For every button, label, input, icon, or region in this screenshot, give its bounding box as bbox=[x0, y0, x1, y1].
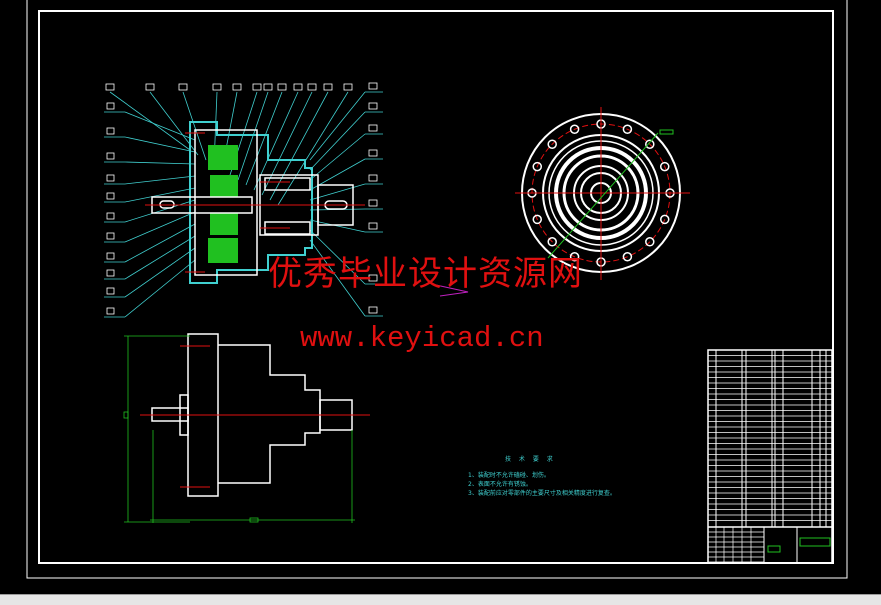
bolt-hole bbox=[622, 251, 633, 262]
bolt-hole bbox=[659, 161, 670, 172]
balloon-label bbox=[106, 174, 115, 182]
balloon-label bbox=[106, 307, 115, 315]
balloon-label bbox=[263, 83, 273, 91]
tech-requirements-title: 技 术 要 求 bbox=[505, 456, 556, 463]
balloon-label bbox=[252, 83, 262, 91]
drawing-frame bbox=[26, 0, 848, 579]
tech-requirement-item: 2、表面不允许有锈蚀。 bbox=[468, 481, 532, 488]
balloon-label bbox=[343, 83, 353, 91]
bolt-hole bbox=[659, 214, 670, 225]
balloon-label bbox=[212, 83, 222, 91]
bolt-holes bbox=[527, 119, 675, 267]
balloon-label bbox=[106, 127, 115, 135]
balloon-label bbox=[368, 82, 378, 90]
balloon-label bbox=[368, 222, 378, 230]
balloon-label bbox=[323, 83, 333, 91]
tech-requirement-item: 1、装配时不允许磕碰、划伤。 bbox=[468, 472, 550, 479]
balloon-label bbox=[106, 192, 115, 200]
parts-list-title-block bbox=[707, 349, 833, 564]
watermark-url: www.keyicad.cn bbox=[300, 322, 544, 355]
balloon-label bbox=[368, 102, 378, 110]
balloon-label bbox=[232, 83, 242, 91]
bolt-hole bbox=[532, 214, 543, 225]
balloon-label bbox=[145, 83, 155, 91]
end-view bbox=[515, 107, 690, 280]
status-bar bbox=[0, 594, 881, 605]
balloon-label bbox=[106, 287, 115, 295]
balloon-label bbox=[105, 83, 115, 91]
section-view bbox=[104, 82, 383, 318]
watermark-text: 优秀毕业设计资源网 bbox=[268, 254, 583, 294]
balloon-label bbox=[368, 274, 378, 282]
balloon-label bbox=[106, 212, 115, 220]
bolt-hole bbox=[645, 139, 655, 149]
title-block-frame bbox=[707, 349, 833, 564]
balloon-label bbox=[368, 174, 378, 182]
balloon-label bbox=[368, 306, 378, 314]
front-view bbox=[123, 333, 370, 523]
balloon-label bbox=[106, 232, 115, 240]
bolt-hole bbox=[622, 124, 633, 135]
balloon-label bbox=[277, 83, 287, 91]
balloon-label bbox=[106, 269, 115, 277]
balloon-label bbox=[307, 83, 317, 91]
balloon-label bbox=[106, 102, 115, 110]
tech-requirement-item: 3、装配前应对零部件的主要尺寸及相关精度进行复查。 bbox=[468, 490, 616, 497]
bolt-hole bbox=[569, 251, 580, 262]
bolt-hole bbox=[547, 139, 557, 149]
balloon-label bbox=[106, 152, 115, 160]
balloon-label bbox=[368, 149, 378, 157]
balloon-label bbox=[106, 252, 115, 260]
bolt-hole bbox=[569, 124, 580, 135]
balloon-label bbox=[368, 199, 378, 207]
bolt-hole bbox=[532, 161, 543, 172]
bolt-hole bbox=[645, 237, 655, 247]
bolt-hole bbox=[547, 237, 557, 247]
balloon-label bbox=[368, 124, 378, 132]
balloon-label bbox=[293, 83, 303, 91]
balloon-label bbox=[178, 83, 188, 91]
